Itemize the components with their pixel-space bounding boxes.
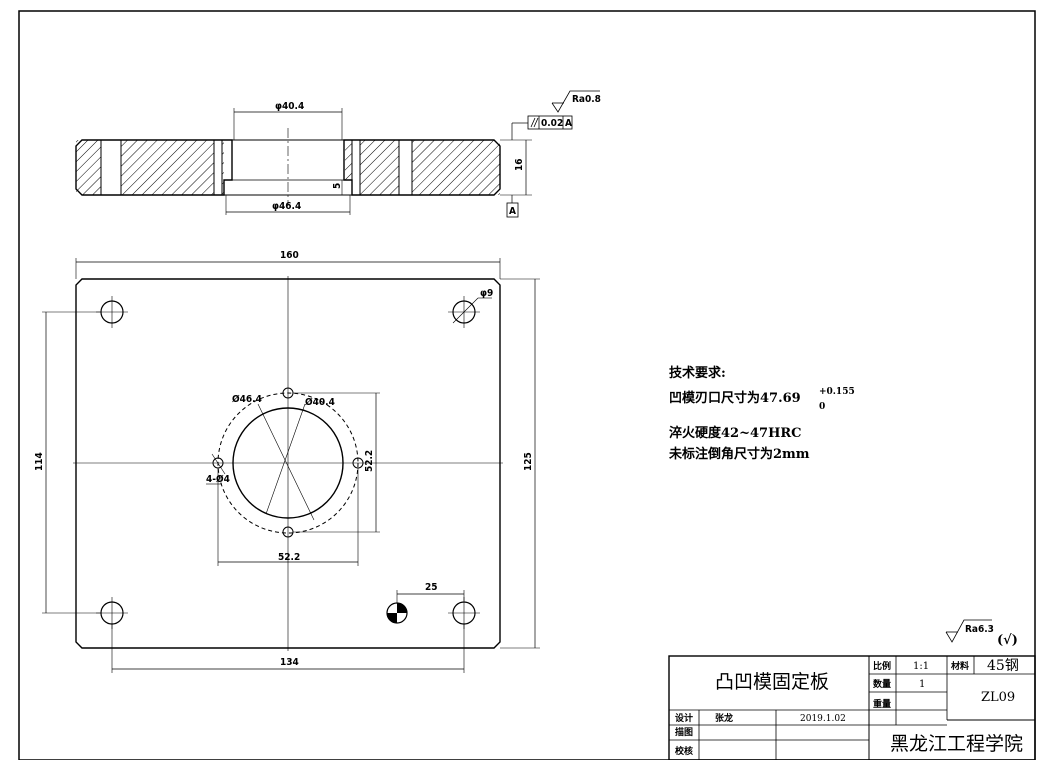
dim-pattern-h: 52.2 <box>278 552 300 563</box>
tb-quantity-value: 1 <box>919 679 925 690</box>
tb-quantity-label: 数量 <box>873 678 891 690</box>
datum-label: A <box>509 206 516 217</box>
tb-institution: 黑龙江工程学院 <box>890 733 1023 755</box>
dim-bore-top: φ40.4 <box>275 101 304 112</box>
section-view <box>75 90 600 218</box>
roughness-general <box>945 619 992 643</box>
tb-scale-value: 1:1 <box>913 661 929 672</box>
inner-circle <box>232 407 344 519</box>
tb-drafter-label: 描图 <box>675 726 693 738</box>
dim-outer-circle: Ø46.4 <box>232 393 262 405</box>
dim-width: 160 <box>280 250 299 261</box>
roughness-general-check: (√) <box>997 633 1018 648</box>
tech-title: 技术要求: <box>669 365 726 381</box>
dim-bore-bottom: φ46.4 <box>272 201 301 212</box>
tb-drawing-no: ZL09 <box>981 690 1015 705</box>
dim-corner-hole: φ9 <box>480 288 493 299</box>
parallelism-datum: A <box>565 118 572 129</box>
tb-part-name: 凸凹模固定板 <box>715 671 829 693</box>
tb-scale-label: 比例 <box>873 660 891 672</box>
tech-line3: 未标注倒角尺寸为2mm <box>668 446 810 462</box>
parallelism-value: 0.02 <box>541 118 563 129</box>
dim-pin-offset: 25 <box>425 582 438 593</box>
dim-hole-span-v: 114 <box>34 452 45 471</box>
roughness-label: Ra0.8 <box>572 94 601 105</box>
tech-line1-tol-upper: +0.155 <box>819 387 855 397</box>
dim-thickness: 16 <box>514 158 525 171</box>
tb-weight-label: 重量 <box>873 698 891 710</box>
plate-outline <box>75 278 501 649</box>
tb-designer-name: 张龙 <box>715 712 733 724</box>
tb-material-label: 材料 <box>950 660 969 672</box>
tech-line2: 淬火硬度42~47HRC <box>669 425 802 441</box>
plan-view <box>42 258 540 673</box>
dim-step: 5 <box>332 183 343 189</box>
tb-date: 2019.1.02 <box>800 714 846 724</box>
dim-height: 125 <box>523 452 534 471</box>
dim-inner-circle: Ø40.4 <box>305 396 335 408</box>
title-block <box>668 655 1036 760</box>
tech-line1: 凹模刃口尺寸为47.69 <box>669 390 801 406</box>
tb-checker-label: 校核 <box>675 745 693 757</box>
tb-designer-label: 设计 <box>675 712 693 724</box>
tb-material-value: 45钢 <box>987 658 1019 674</box>
tech-requirements: 技术要求: 凹模刃口尺寸为47.69 +0.155 0 淬火硬度42~47HRC… <box>668 365 855 462</box>
dim-hole-span-h: 134 <box>280 657 299 668</box>
dim-small-holes: 4-Ø4 <box>206 473 230 485</box>
tech-line1-tol-lower: 0 <box>819 402 825 412</box>
dim-pattern-v: 52.2 <box>364 450 375 472</box>
drawing-frame <box>18 10 1036 760</box>
roughness-general-value: Ra6.3 <box>965 624 994 635</box>
